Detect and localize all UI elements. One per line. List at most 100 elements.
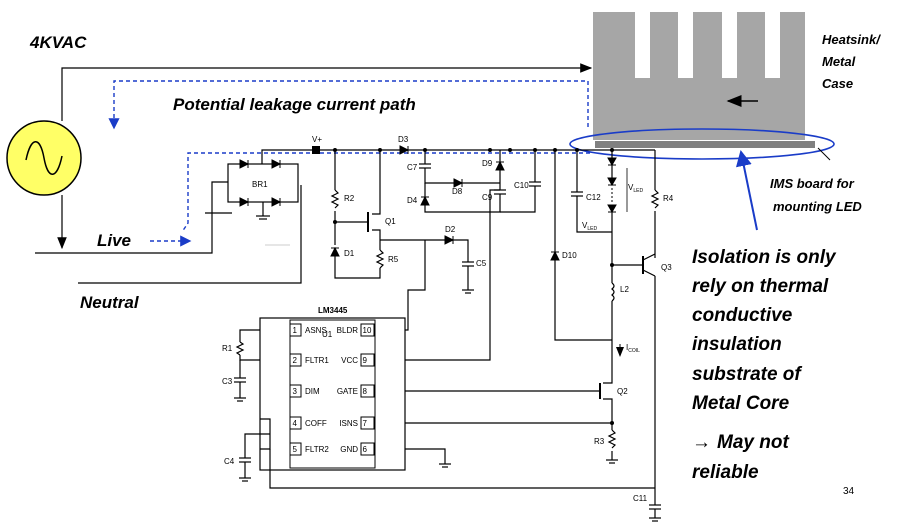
label-d8: D8	[452, 187, 463, 196]
page-number: 34	[843, 486, 855, 497]
label-vplus: V+	[312, 135, 322, 144]
label-q2: Q2	[617, 387, 628, 396]
leakage-path-top	[108, 80, 589, 130]
ic-left-pin-name: FLTR2	[305, 445, 329, 454]
isolation-arrow	[735, 150, 758, 231]
heatsink-label: Heatsink/ Metal Case	[822, 32, 883, 91]
ic-left-pin-name: FLTR1	[305, 356, 329, 365]
label-br1: BR1	[252, 180, 268, 189]
ic-right-pin-box	[360, 323, 375, 337]
led-1	[607, 157, 617, 167]
live-wire	[35, 181, 228, 254]
ic-pins: 1 ASNS 2 FLTR1 3 DIM 4 COFF 5 FLTR2 10 BLDR 9 VCC 8 GAT…	[289, 323, 375, 456]
label-r1: R1	[222, 344, 233, 353]
ac-source	[6, 120, 82, 196]
label-vled: VLED	[628, 183, 643, 194]
ic-right-pin-name: VCC	[341, 356, 358, 365]
bldr-wire	[405, 240, 426, 331]
label-c9: C9	[482, 193, 493, 202]
label-d3: D3	[398, 135, 409, 144]
d2-diode	[444, 235, 455, 245]
label-vled-side: VLED	[582, 221, 597, 232]
lm3445-ic: LM3445 U1	[259, 306, 406, 471]
label-d1: D1	[344, 249, 355, 258]
d8-diode	[453, 178, 464, 188]
isolation-label: Isolation is only rely on thermal conduc…	[692, 247, 841, 414]
ic-right-pin-number: 6	[363, 445, 368, 454]
bottom-rail	[269, 449, 655, 489]
leakage-path-board	[181, 152, 590, 233]
ic-right-pin-name: BLDR	[337, 326, 359, 335]
r3-resistor	[607, 429, 617, 449]
leakage-path-label: Potential leakage current path	[173, 95, 416, 114]
label-d10: D10	[562, 251, 577, 260]
d1-diode	[330, 246, 340, 257]
live-label: Live	[97, 231, 131, 250]
bridge-rectifier	[227, 159, 299, 220]
ic-right-pin-box	[360, 442, 375, 456]
vcc-wire	[405, 189, 500, 361]
d3-diode	[399, 145, 410, 155]
neutral-wire	[78, 185, 302, 284]
ic-left-pin-number: 2	[293, 356, 298, 365]
ic-left-pin-number: 4	[293, 419, 298, 428]
ims-board	[595, 141, 815, 148]
label-c3: C3	[222, 377, 233, 386]
label-c7: C7	[407, 163, 418, 172]
l2-inductor	[611, 282, 615, 302]
heatsink	[593, 12, 805, 140]
ic-right-pin-number: 8	[363, 387, 368, 396]
label-r5: R5	[388, 255, 399, 264]
led-3	[607, 204, 617, 214]
ims-board-label: IMS board for mounting LED	[770, 176, 862, 214]
label-c5: C5	[476, 259, 487, 268]
label-d4: D4	[407, 196, 418, 205]
ic-left-pin-number: 3	[293, 387, 298, 396]
ic-right-pin-box	[360, 384, 375, 398]
label-r2: R2	[344, 194, 355, 203]
ic-left-pin-number: 5	[293, 445, 298, 454]
label-r3: R3	[594, 437, 605, 446]
label-d2: D2	[445, 225, 456, 234]
sine-wave-icon	[25, 141, 63, 175]
hv-wire	[61, 63, 593, 121]
led-2	[607, 177, 617, 187]
ims-board-ellipse	[569, 128, 835, 160]
d9-diode	[495, 160, 505, 171]
r5-resistor	[375, 249, 385, 269]
d4-diode	[420, 195, 430, 206]
label-l2: L2	[620, 285, 629, 294]
label-q3: Q3	[661, 263, 672, 272]
ic-left-pin-box	[289, 384, 302, 398]
ic-right-pin-number: 10	[363, 326, 372, 335]
ic-left-pin-box	[289, 353, 302, 367]
ic-right-pin-name: GND	[340, 445, 358, 454]
label-c10: C10	[514, 181, 529, 190]
ic-right-pin-box	[360, 353, 375, 367]
label-c11: C11	[633, 494, 648, 503]
ic-left-pin-box	[289, 442, 302, 456]
neutral-label: Neutral	[80, 293, 140, 312]
vplus-node	[312, 146, 320, 154]
ic-right-pin-number: 9	[363, 356, 368, 365]
ic-left-pin-name: ASNS	[305, 326, 327, 335]
conclusion-label: →May not reliable	[692, 432, 794, 483]
r2-resistor	[330, 189, 340, 209]
label-r4: R4	[663, 194, 674, 203]
ic-ref: U1	[322, 330, 333, 339]
bridge-output-wire	[261, 149, 312, 164]
r1-resistor	[235, 341, 245, 356]
ic-left-pin-number: 1	[293, 326, 298, 335]
ic-name: LM3445	[318, 306, 348, 315]
label-c4: C4	[224, 457, 235, 466]
ic-left-pin-name: DIM	[305, 387, 320, 396]
ic-right-pin-name: GATE	[337, 387, 358, 396]
ic-right-pin-box	[360, 416, 375, 430]
d10-diode	[550, 250, 560, 261]
ic-right-pin-number: 7	[363, 419, 368, 428]
label-q1: Q1	[385, 217, 396, 226]
ic-left-pin-name: COFF	[305, 419, 327, 428]
label-d9: D9	[482, 159, 493, 168]
ic-right-pin-name: ISNS	[339, 419, 358, 428]
